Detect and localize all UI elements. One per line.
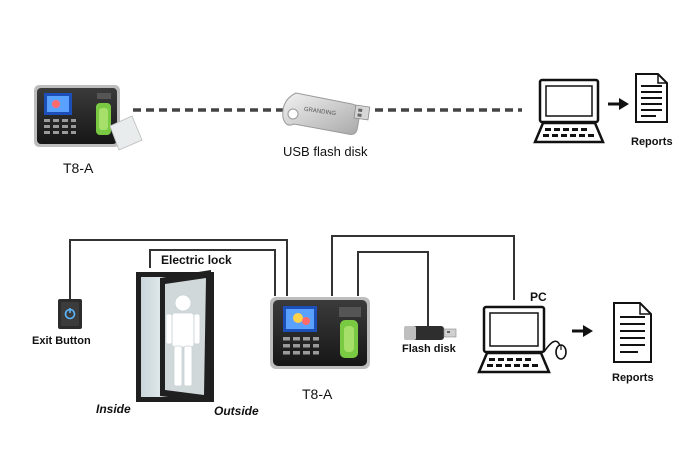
exit-button-label: Exit Button — [32, 335, 91, 347]
inside-label: Inside — [96, 402, 131, 416]
exit-button-icon — [58, 299, 82, 329]
top-flash-label: USB flash disk — [283, 144, 368, 159]
usb-key-brand: GRANDING — [303, 107, 336, 117]
bottom-reports-label: Reports — [612, 372, 654, 384]
bottom-terminal-label: T8-A — [302, 386, 333, 402]
pc-label: PC — [530, 290, 547, 304]
top-reports-label: Reports — [631, 136, 673, 148]
usb-key-icon: GRANDING — [282, 92, 371, 135]
arrow-right-icon — [608, 98, 629, 110]
arrow-right-icon-bottom — [572, 325, 593, 337]
terminal-icon-bottom — [270, 297, 370, 369]
outside-label: Outside — [214, 404, 259, 418]
report-icon — [635, 73, 668, 123]
flash-disk-label: Flash disk — [402, 343, 456, 355]
card-icon — [109, 115, 143, 151]
report-icon-bottom — [613, 302, 652, 363]
terminal-icon — [34, 85, 120, 147]
mouse-icon — [543, 340, 567, 360]
wiring — [69, 235, 515, 328]
top-terminal-label: T8-A — [63, 160, 94, 176]
computer-icon — [533, 78, 605, 144]
computer-icon-bottom — [477, 305, 551, 374]
usb-stick-icon — [404, 326, 457, 340]
person-icon — [165, 294, 201, 387]
electric-lock-label: Electric lock — [161, 253, 232, 267]
